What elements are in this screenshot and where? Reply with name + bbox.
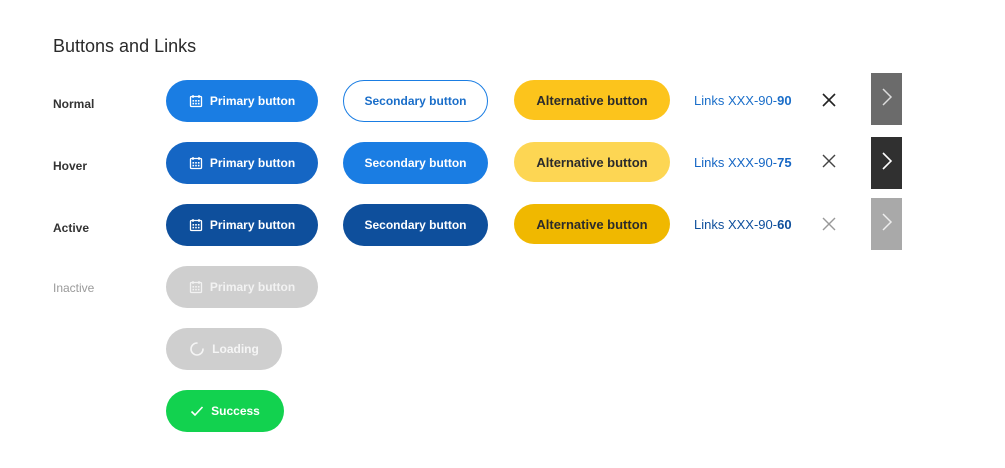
close-icon[interactable]: [821, 92, 837, 108]
calendar-icon: [189, 156, 203, 170]
link-hover[interactable]: Links XXX-90-75: [694, 155, 792, 170]
chevron-right-icon: [881, 212, 893, 237]
primary-button-label: Primary button: [209, 280, 296, 294]
next-button-active[interactable]: [871, 198, 902, 250]
state-label-normal: Normal: [53, 97, 95, 111]
state-label-hover: Hover: [53, 159, 88, 173]
alternative-button-label: Alternative button: [536, 216, 648, 232]
alternative-button-label: Alternative button: [536, 92, 648, 108]
link-suffix: 60: [777, 217, 792, 232]
close-icon[interactable]: [821, 153, 837, 169]
loading-button-label: Loading: [212, 342, 259, 356]
success-button-label: Success: [211, 404, 260, 418]
chevron-right-icon: [881, 151, 893, 176]
primary-button-active[interactable]: Primary button: [166, 204, 318, 246]
spinner-icon: [189, 341, 205, 357]
primary-button-hover[interactable]: Primary button: [166, 142, 318, 184]
checkmark-icon: [190, 405, 204, 417]
link-prefix: Links XXX-90-: [694, 93, 778, 108]
secondary-button-label: Secondary button: [364, 156, 467, 170]
primary-button-label: Primary button: [209, 156, 296, 170]
primary-button-label: Primary button: [209, 218, 296, 232]
calendar-icon: [189, 218, 203, 232]
alternative-button-normal[interactable]: Alternative button: [514, 80, 670, 120]
calendar-icon: [189, 94, 203, 108]
state-label-inactive: Inactive: [53, 281, 95, 295]
link-suffix: 75: [777, 155, 792, 170]
alternative-button-hover[interactable]: Alternative button: [514, 142, 670, 182]
alternative-button-active[interactable]: Alternative button: [514, 204, 670, 244]
link-prefix: Links XXX-90-: [694, 155, 778, 170]
state-label-active: Active: [53, 221, 90, 235]
primary-button-normal[interactable]: Primary button: [166, 80, 318, 122]
calendar-icon: [189, 280, 203, 294]
loading-button[interactable]: Loading: [166, 328, 282, 370]
secondary-button-hover[interactable]: Secondary button: [343, 142, 488, 184]
primary-button-inactive[interactable]: Primary button: [166, 266, 318, 308]
success-button[interactable]: Success: [166, 390, 284, 432]
secondary-button-label: Secondary button: [364, 94, 467, 108]
close-icon[interactable]: [821, 216, 837, 232]
secondary-button-normal[interactable]: Secondary button: [343, 80, 488, 122]
alternative-button-label: Alternative button: [536, 154, 648, 170]
link-active[interactable]: Links XXX-90-60: [694, 217, 792, 232]
link-prefix: Links XXX-90-: [694, 217, 778, 232]
link-suffix: 90: [777, 93, 792, 108]
link-normal[interactable]: Links XXX-90-90: [694, 93, 792, 108]
secondary-button-active[interactable]: Secondary button: [343, 204, 488, 246]
page-title: Buttons and Links: [53, 36, 197, 56]
next-button-hover[interactable]: [871, 137, 902, 189]
next-button-normal[interactable]: [871, 73, 902, 125]
secondary-button-label: Secondary button: [364, 218, 467, 232]
primary-button-label: Primary button: [209, 94, 296, 108]
chevron-right-icon: [881, 87, 893, 112]
